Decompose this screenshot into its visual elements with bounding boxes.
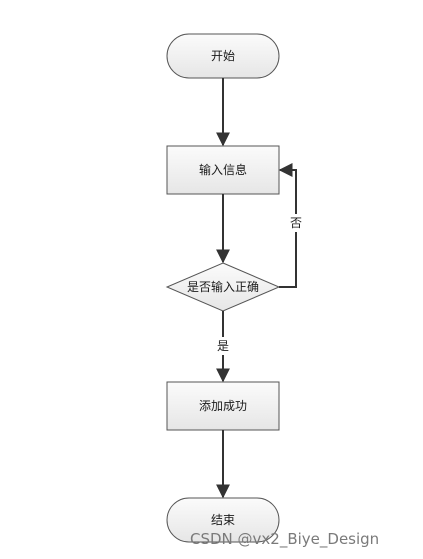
csdn-watermark: CSDN @vx2_Biye_Design <box>190 530 380 548</box>
decision-label: 是否输入正确 <box>186 280 259 294</box>
no-edge-label: 否 <box>289 216 302 230</box>
success-label: 添加成功 <box>198 399 247 413</box>
input-label: 输入信息 <box>198 163 247 177</box>
yes-edge-label: 是 <box>216 339 229 353</box>
start-label: 开始 <box>210 49 235 63</box>
input-node <box>166 145 280 195</box>
end-label: 结束 <box>210 513 235 527</box>
